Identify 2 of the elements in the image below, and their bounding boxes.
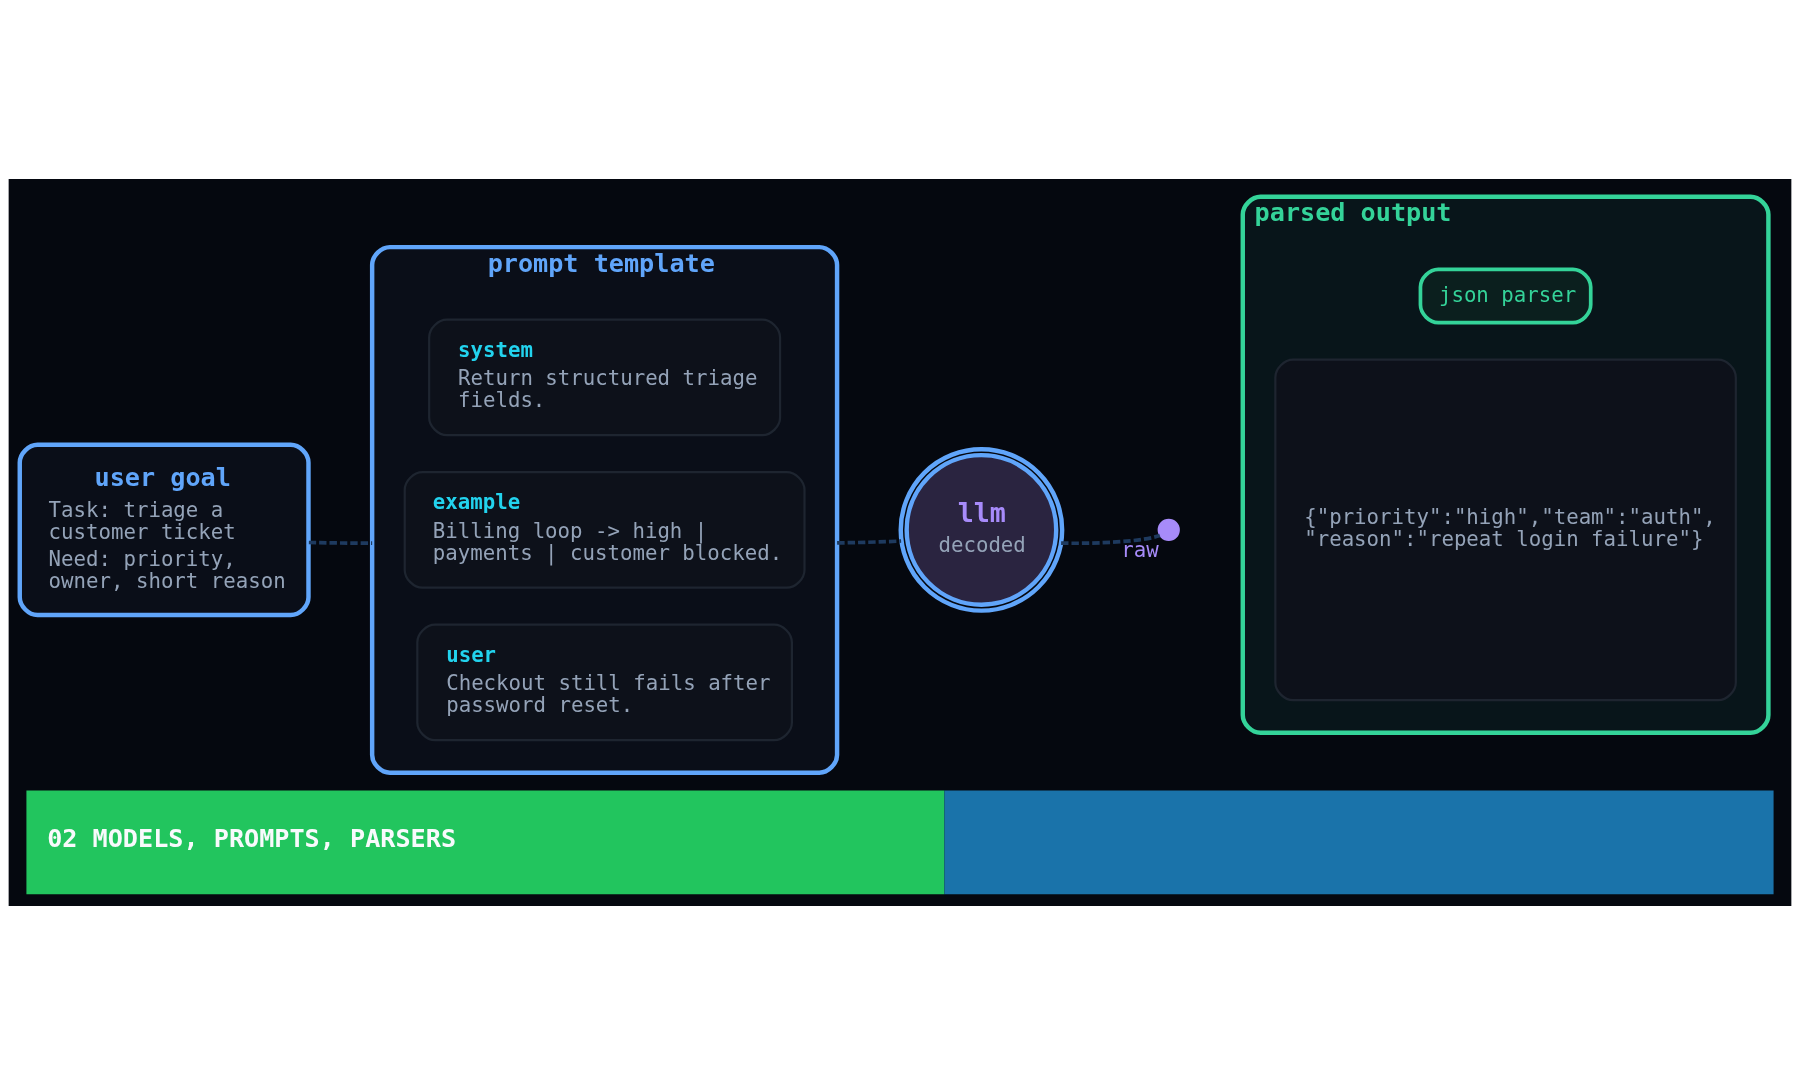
caption: 02 MODELS, PROMPTS, PARSERS	[47, 823, 457, 853]
node-label: raw	[1121, 537, 1159, 562]
